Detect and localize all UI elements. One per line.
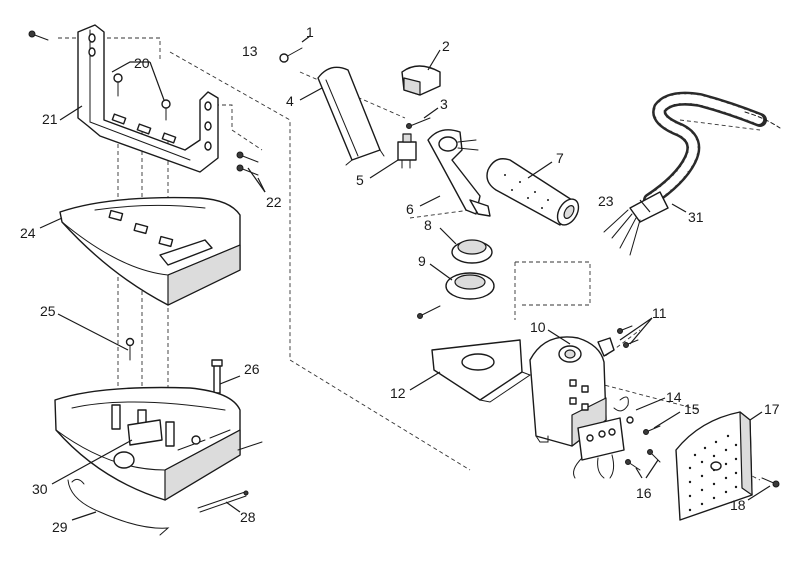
label-part-24: 24 [20,225,36,241]
bracket-part-21 [77,24,219,173]
shield-plate-part-17 [675,411,753,521]
label-part-13: 13 [242,43,258,59]
cord-part-31 [603,91,781,256]
leader-lines [39,35,771,521]
part-number-labels: 1 2 3 4 5 6 7 8 9 10 11 12 13 14 15 16 1… [20,24,780,535]
cap-part-2 [401,65,441,96]
plate-part-12 [431,339,532,403]
label-part-25: 25 [40,303,56,319]
terminal-block [573,417,625,479]
label-part-15: 15 [684,401,700,417]
label-part-23: 23 [598,193,614,209]
label-part-22: 22 [266,194,282,210]
switch-part-5 [397,133,417,169]
label-part-3: 3 [440,96,448,112]
rod-part-28 [197,490,249,513]
screw-part-18 [761,477,780,488]
label-part-9: 9 [418,253,426,269]
label-part-20: 20 [134,55,150,71]
handle-arm-part-6 [427,129,491,217]
label-part-12: 12 [390,385,406,401]
screw-part-3 [406,117,431,129]
label-part-2: 2 [442,38,450,54]
dial-part-9 [417,272,495,319]
label-part-28: 28 [240,509,256,525]
label-part-5: 5 [356,172,364,188]
label-part-14: 14 [666,389,682,405]
label-part-7: 7 [556,150,564,166]
knob-part-8 [451,239,493,264]
label-part-16: 16 [636,485,652,501]
base-leader-tail [237,441,263,451]
screws-part-20 [28,30,171,121]
label-part-4: 4 [286,93,294,109]
label-part-29: 29 [52,519,68,535]
base-housing [54,386,241,501]
strap-part-4 [317,66,385,166]
screws-part-16 [625,449,661,471]
grip-part-7 [486,158,580,226]
label-part-30: 30 [32,481,48,497]
label-part-6: 6 [406,201,414,217]
label-part-17: 17 [764,401,780,417]
screw-part-15 [643,425,661,435]
spring-part-14 [613,396,634,424]
screws-part-22 [236,151,259,176]
label-part-18: 18 [730,497,746,513]
label-part-31: 31 [688,209,704,225]
top-cover-part-24 [59,196,241,306]
screw-part-1 [279,47,303,63]
screws-part-11 [597,325,639,357]
label-part-8: 8 [424,217,432,233]
label-part-1: 1 [306,24,314,40]
pin-part-26 [211,359,223,394]
label-part-11: 11 [652,305,667,321]
screw-part-25 [125,337,135,361]
label-part-10: 10 [530,319,546,335]
clip-part-29 [67,478,170,536]
label-part-26: 26 [244,361,260,377]
label-part-21: 21 [42,111,58,127]
